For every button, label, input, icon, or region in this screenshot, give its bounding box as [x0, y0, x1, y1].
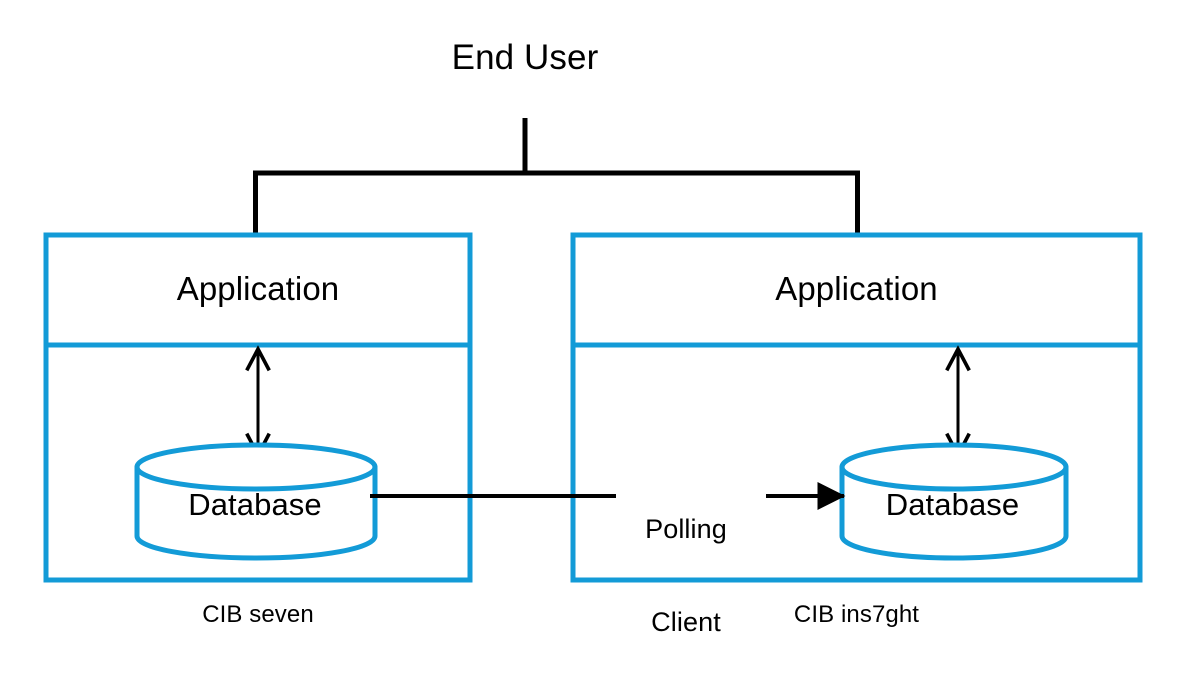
system-outer-rect [43, 232, 473, 583]
system-outer-rect [570, 232, 1143, 583]
system-caption-cib-seven: CIB seven [202, 601, 314, 628]
database-label-cib-seven: Database [188, 487, 322, 522]
system-caption-cib-ins7ght: CIB ins7ght [793, 601, 920, 628]
system-box-cib-seven [43, 232, 473, 583]
system-box-cib-ins7ght [570, 232, 1143, 583]
application-label-cib-ins7ght: Application [775, 270, 938, 307]
database-label-cib-ins7ght: Database [885, 487, 1020, 522]
end-user-node-label: End User [451, 38, 599, 77]
polling-client-label: Polling Client [610, 452, 762, 676]
polling-client-label-line2: Client [651, 607, 721, 638]
application-label-cib-seven: Application [176, 270, 340, 307]
tree-connector-icon [253, 118, 860, 237]
database-cylinder-icon-right [839, 442, 1069, 561]
database-cylinder-icon-left [134, 442, 378, 561]
polling-client-label-line1: Polling [645, 514, 727, 545]
